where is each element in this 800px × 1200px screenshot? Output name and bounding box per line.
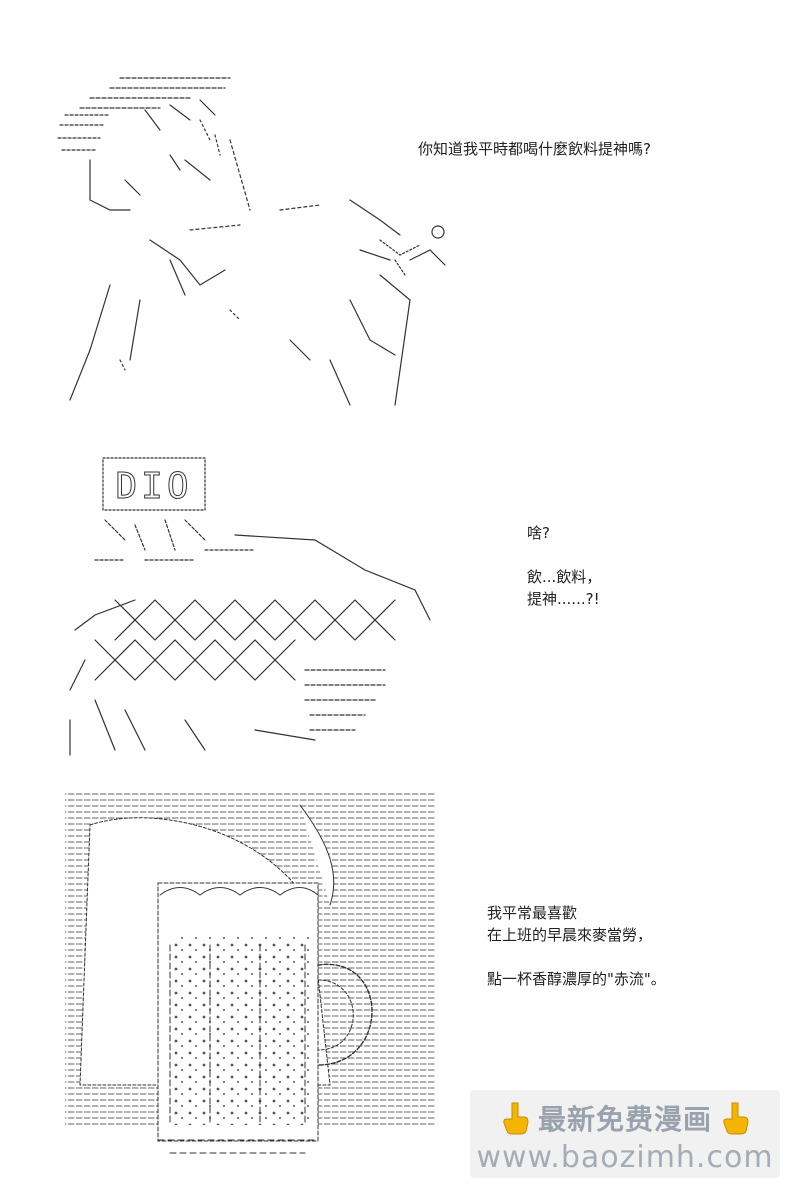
watermark: 最新免费漫画 www.baozimh.com [470, 1090, 780, 1178]
watermark-title: 最新免费漫画 [537, 1103, 712, 1136]
watermark-row: 最新免费漫画 [470, 1098, 780, 1138]
dialogue-line: 你知道我平時都喝什麼飲料提神嗎? [418, 140, 651, 158]
dialogue-line: 我平常最喜歡 [487, 904, 578, 922]
ascii-art-beer-mug-icon [65, 790, 435, 1154]
ascii-art-muscular-man-dio-headband-icon: DIO [69, 457, 431, 756]
dialogue-line: 飲...飲料， [527, 568, 602, 586]
dialogue-line: 點一杯香醇濃厚的"赤流"。 [487, 970, 666, 988]
panel-3-dialogue: 我平常最喜歡 在上班的早晨來麥當勞， 點一杯香醇濃厚的"赤流"。 [487, 902, 666, 990]
panel-2-dialogue: 啥? 飲...飲料， 提神......?! [527, 522, 601, 610]
dialogue-line: 在上班的早晨來麥當勞， [487, 926, 653, 944]
panel-3-art [60, 785, 450, 1160]
dialogue-gap [487, 946, 666, 968]
pointing-hand-icon [503, 1102, 529, 1135]
dio-headband-text: DIO [115, 466, 192, 507]
dialogue-line: 提神......?! [527, 590, 600, 608]
panel-2-art: DIO [55, 440, 435, 760]
dialogue-line: 啥? [527, 524, 550, 542]
watermark-url: www.baozimh.com [476, 1140, 774, 1175]
dialogue-gap [527, 544, 601, 566]
ascii-art-man-with-hat-icon [57, 77, 446, 406]
panel-1-art [50, 60, 470, 410]
panel-1-dialogue: 你知道我平時都喝什麼飲料提神嗎? [418, 138, 651, 160]
pointing-hand-icon [723, 1102, 749, 1135]
